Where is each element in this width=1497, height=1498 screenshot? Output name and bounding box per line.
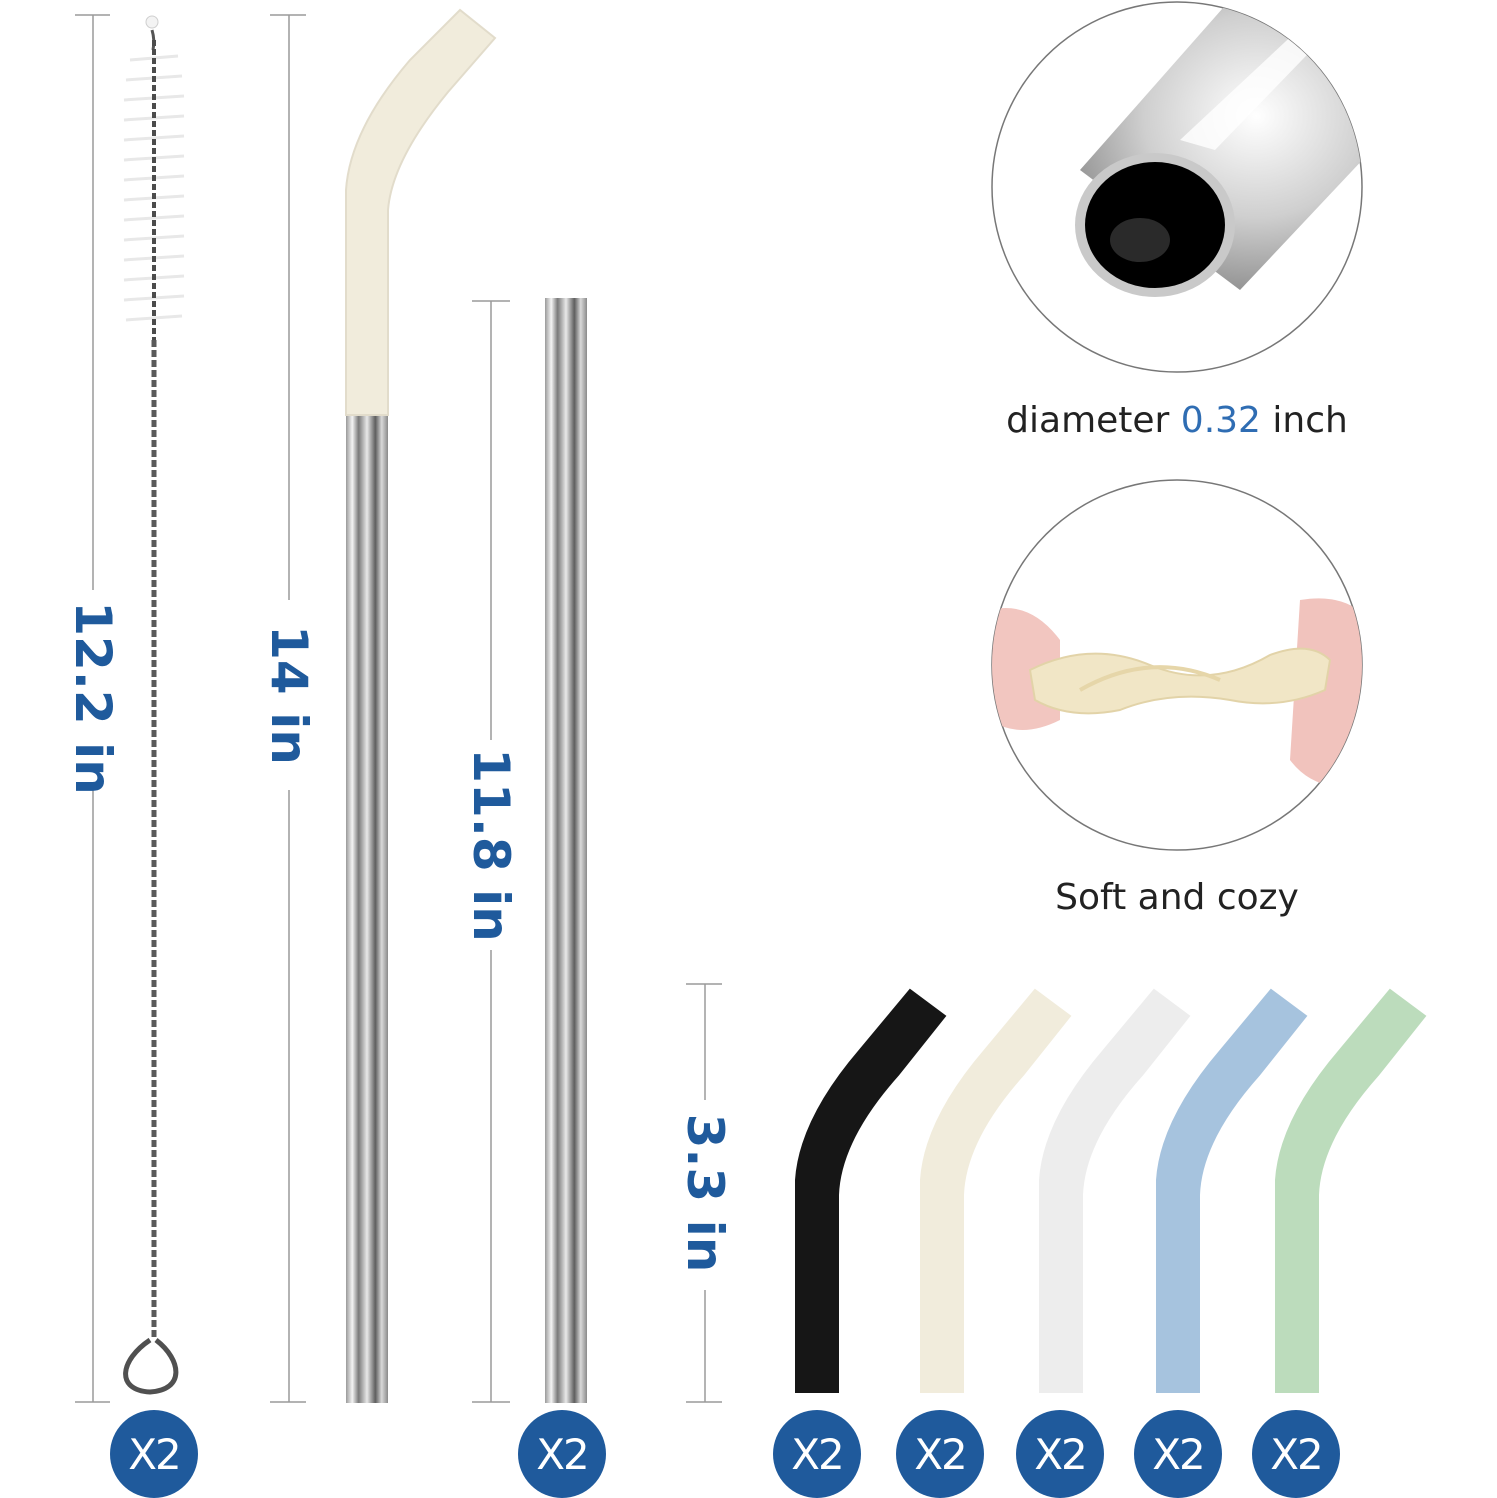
- diameter-suffix: inch: [1260, 400, 1348, 441]
- tip-dimension-line: [686, 983, 722, 1403]
- straight-straw: [545, 298, 587, 1403]
- bent-straw: [345, 8, 497, 1403]
- soft-caption: Soft and cozy: [1055, 877, 1299, 918]
- silicone-tip-green: [1275, 988, 1427, 1393]
- straight-straw-dimension-line: [472, 300, 510, 1403]
- tip-blue-quantity-badge: X2: [1134, 1410, 1222, 1498]
- brush-dimension-line: [75, 14, 110, 1403]
- diameter-prefix: diameter: [1006, 400, 1181, 441]
- silicone-tip-white: [1039, 988, 1191, 1393]
- brush-length-label: 12.2 in: [64, 601, 122, 795]
- silicone-tip-beige: [920, 988, 1072, 1393]
- bent-straw-dimension-line: [270, 14, 306, 1403]
- straight-straw-quantity-badge: X2: [518, 1410, 606, 1498]
- tip-beige-quantity-badge: X2: [896, 1410, 984, 1498]
- silicone-tip-black: [795, 988, 947, 1393]
- straight-straw-length-label: 11.8 in: [462, 748, 520, 942]
- diameter-value: 0.32: [1180, 400, 1261, 441]
- cleaning-brush: [123, 15, 185, 1395]
- diameter-closeup: [991, 1, 1363, 373]
- tip-green-quantity-badge: X2: [1252, 1410, 1340, 1498]
- silicone-tip-blue: [1156, 988, 1308, 1393]
- tip-white-quantity-badge: X2: [1016, 1410, 1104, 1498]
- tip-length-label: 3.3 in: [676, 1113, 734, 1273]
- bent-straw-length-label: 14 in: [260, 625, 318, 765]
- soft-silicone-closeup: [991, 479, 1363, 851]
- diameter-caption: diameter 0.32 inch: [1006, 400, 1348, 441]
- brush-quantity-badge: X2: [110, 1410, 198, 1498]
- tip-black-quantity-badge: X2: [773, 1410, 861, 1498]
